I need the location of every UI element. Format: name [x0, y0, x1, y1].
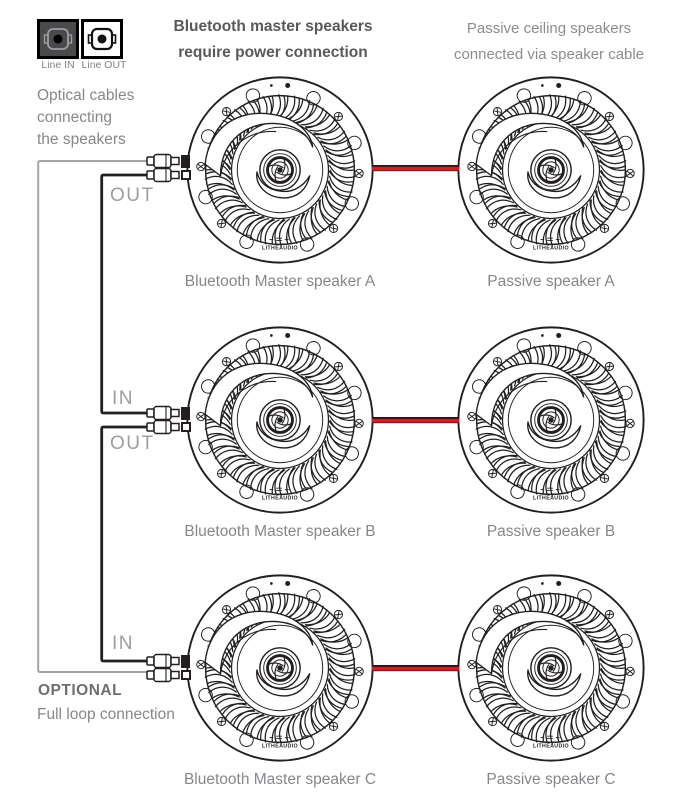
- passive-c-caption: Passive speaker C: [486, 771, 616, 788]
- toslink-plug-c-in-icon: [146, 653, 180, 669]
- bluetooth-master-speaker-b-image: [185, 325, 375, 515]
- optional-caption: Full loop connection: [37, 706, 175, 723]
- passive-header-line-1: Passive ceiling speakers: [466, 20, 632, 37]
- master-column-header: Bluetooth master speakers require power …: [168, 14, 378, 66]
- caption-line-1: Optical cables: [37, 87, 135, 104]
- toslink-plug-c-out-icon: [146, 667, 180, 683]
- passive-speaker-c-image: [456, 573, 646, 763]
- row-b-out-label: OUT: [110, 433, 155, 454]
- caption-line-2: connecting: [37, 109, 112, 126]
- optical-cable-a-to-b: [100, 173, 147, 415]
- passive-header-line-2: connected via speaker cable: [453, 46, 645, 63]
- row-b-in-label: IN: [112, 388, 134, 409]
- optical-cables-caption: Optical cables connecting the speakers: [37, 85, 134, 151]
- line-in-icon: [37, 19, 79, 59]
- speaker-cable-row-a: [372, 165, 459, 172]
- master-a-line-in-port: [181, 155, 190, 168]
- caption-line-3: the speakers: [37, 131, 126, 148]
- bluetooth-master-speaker-a-image: [185, 75, 375, 265]
- passive-speaker-a-image: [456, 75, 646, 265]
- master-a-caption: Bluetooth Master speaker A: [184, 273, 376, 290]
- passive-column-header: Passive ceiling speakers connected via s…: [432, 16, 666, 68]
- master-header-line-2: require power connection: [178, 44, 368, 61]
- passive-b-caption: Passive speaker B: [486, 523, 616, 540]
- speaker-cable-row-b: [372, 417, 459, 424]
- bluetooth-master-speaker-c-image: [185, 573, 375, 763]
- master-header-line-1: Bluetooth master speakers: [173, 18, 373, 35]
- passive-a-caption: Passive speaker A: [487, 273, 615, 290]
- speaker-cable-row-c: [372, 665, 459, 672]
- master-c-line-in-port: [181, 655, 190, 668]
- master-a-line-out-port: [181, 170, 191, 180]
- toslink-plug-a-in-icon: [146, 153, 180, 169]
- toslink-plug-a-out-icon: [146, 167, 180, 183]
- optical-cable-full-loop: [37, 160, 147, 673]
- master-b-caption: Bluetooth Master speaker B: [184, 523, 376, 540]
- row-c-in-label: IN: [112, 633, 134, 654]
- toslink-plug-b-out-icon: [146, 419, 180, 435]
- master-c-caption: Bluetooth Master speaker C: [183, 771, 377, 788]
- master-b-line-out-port: [181, 422, 191, 432]
- line-out-label: Line OUT: [81, 59, 127, 71]
- optical-cable-b-to-c: [100, 425, 147, 663]
- optional-title: OPTIONAL: [38, 682, 123, 699]
- toslink-plug-b-in-icon: [146, 405, 180, 421]
- master-b-line-in-port: [181, 407, 190, 420]
- passive-speaker-b-image: [456, 325, 646, 515]
- master-c-line-out-port: [181, 670, 191, 680]
- row-a-out-label: OUT: [110, 185, 155, 206]
- line-in-label: Line IN: [41, 59, 75, 71]
- line-out-icon: [81, 19, 123, 59]
